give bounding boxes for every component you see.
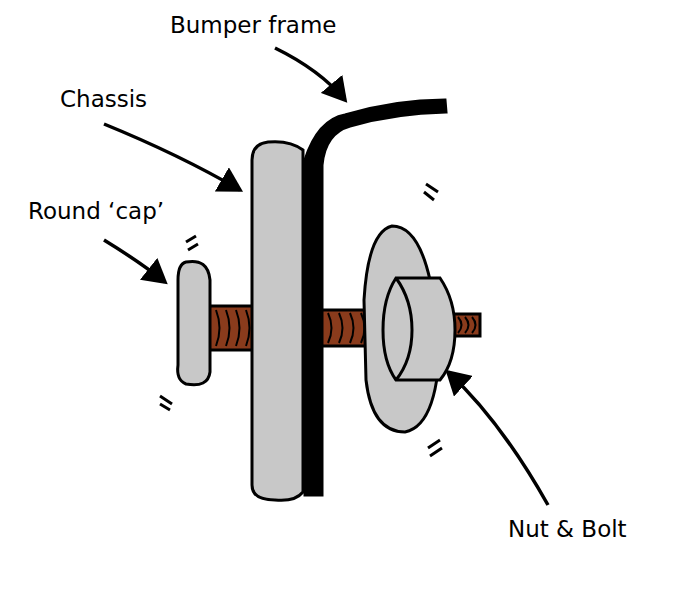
chassis [252,142,303,501]
part-label: Round ‘cap’ [28,198,164,226]
leader-arrows [104,48,548,505]
part-label: Bumper frame [170,12,336,40]
part-label: Chassis [60,86,147,114]
round-cap [178,261,210,384]
part-label: Nut & Bolt [508,516,627,544]
motion-marks [160,184,442,456]
nut [383,278,455,380]
